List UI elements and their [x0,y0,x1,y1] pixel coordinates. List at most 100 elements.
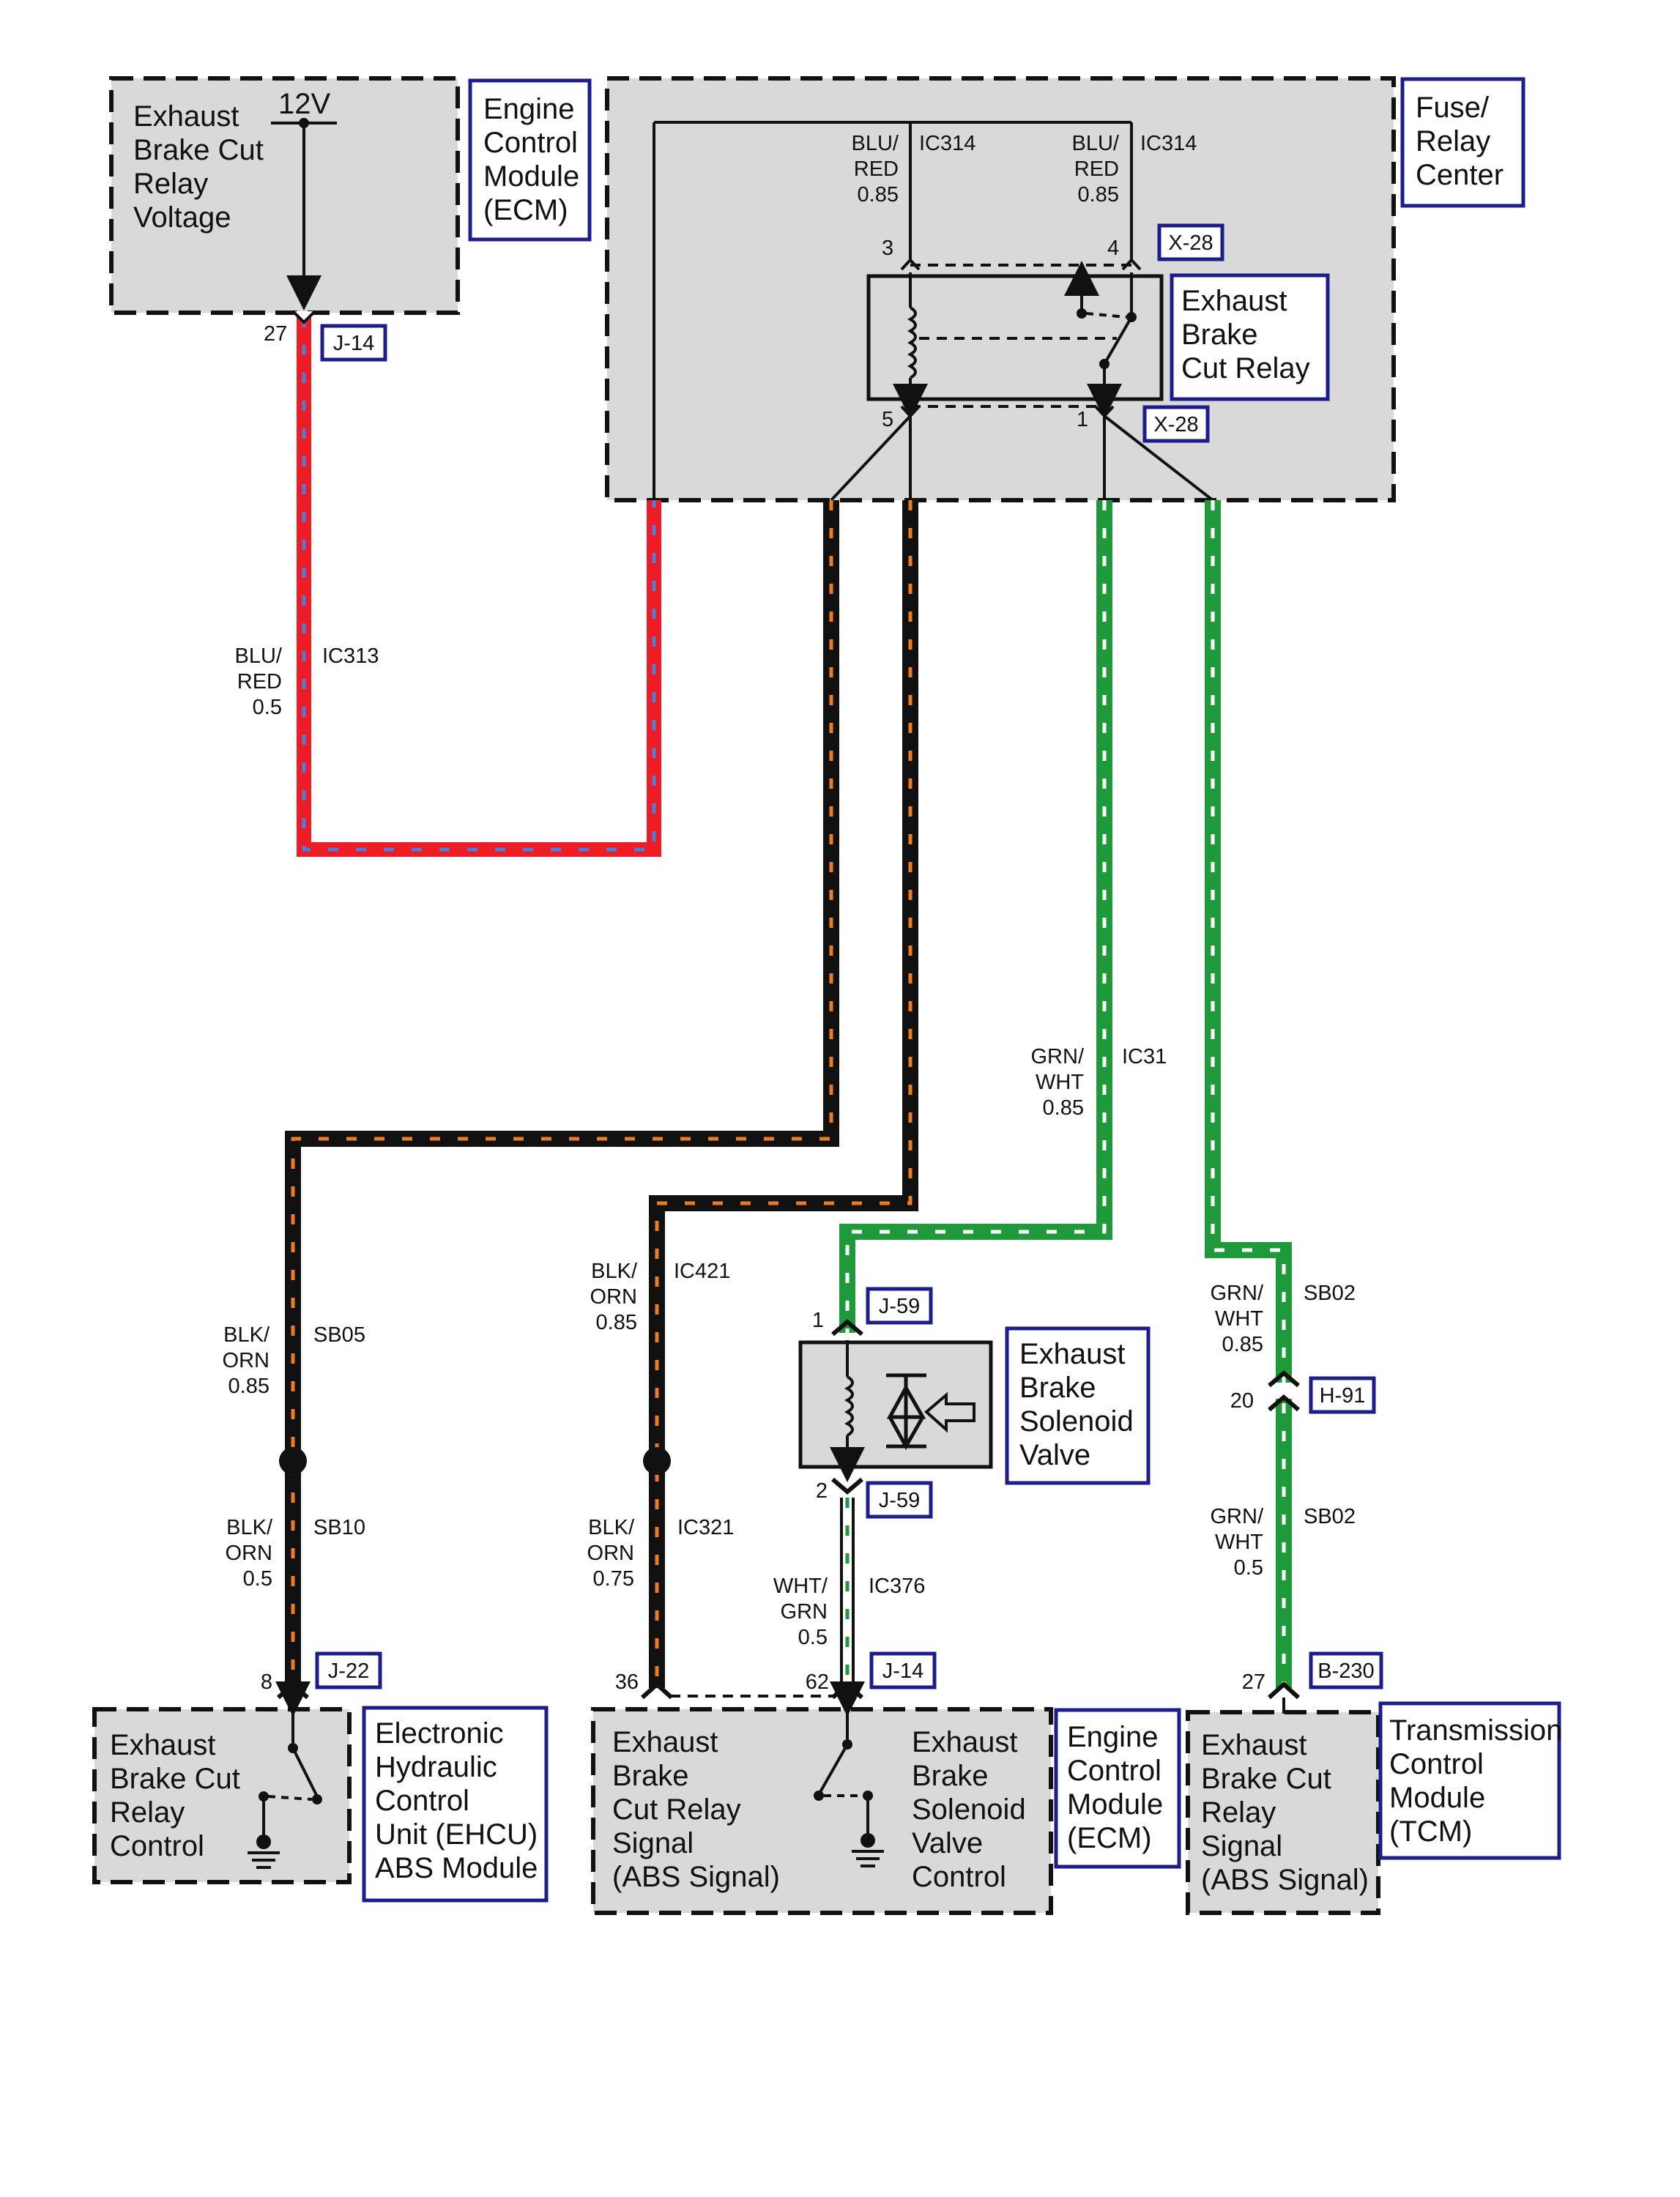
sol-pin1-chevron [831,1319,863,1337]
ehcu-pin8-chevron [276,1681,310,1700]
ic321-circuit: IC321 [677,1516,734,1539]
ic31-color-2: WHT [1036,1071,1084,1094]
ecm-ground-dot [861,1833,875,1848]
wire-sb05-stripe [291,500,833,1688]
sb02a-color-1: GRN/ [1211,1282,1264,1305]
j22-label: J-22 [328,1659,369,1683]
tcm-name-4: (TCM) [1389,1815,1472,1848]
ic314a-color-1: BLU/ [852,132,899,155]
relay-pin-5: 5 [882,408,893,431]
sb02b-circuit: SB02 [1304,1505,1356,1528]
tcm-module [1186,1710,1380,1915]
sol-valve-icon [886,1373,926,1451]
ehcu-switch-node-2 [312,1794,322,1804]
j59-top-tag [866,1287,933,1325]
sol-pin-2: 2 [816,1479,828,1503]
h91-chevron-up [1268,1370,1300,1388]
ehcu-ground-dot [256,1834,271,1849]
solenoid-name-1: Exhaust [1019,1338,1126,1370]
ic31-color-3: 0.85 [1043,1096,1084,1120]
ecm-switch-node-2 [814,1791,824,1801]
ecm-top-label-1: Exhaust [133,100,239,133]
sb05-color-3: 0.85 [228,1375,270,1398]
sb05-color-2: ORN [223,1349,270,1372]
ic376-color-1: WHT/ [773,1575,828,1598]
fuse-relay-name-box [1400,77,1525,208]
ecm-bottom-left-3: Cut Relay [612,1793,741,1826]
tcm-name-1: Transmission [1389,1714,1562,1747]
ehcu-name-5: ABS Module [375,1852,538,1884]
ic314b-circuit: IC314 [1140,132,1197,155]
j14-top-label: J-14 [333,332,374,355]
wire-ic313-stripe [302,317,656,852]
ecm-bottom-name-2: Control [1067,1755,1161,1787]
ecm-pin27-chevron [291,310,316,324]
j14-bottom-tag [869,1651,937,1689]
ic313-color-1: BLU/ [235,644,283,668]
ic314b-color-2: RED [1074,157,1119,181]
ecm-top-label-2: Brake Cut [133,134,264,166]
h91-chevron-down [1268,1394,1300,1412]
ecm-pin36-chevron [640,1681,674,1700]
ic313-color-2: RED [237,670,282,694]
wire-ic421-stripe [655,500,913,1688]
ehcu-ground-icon [248,1851,280,1869]
j14-bottom-label: J-14 [882,1659,923,1683]
sb10-circuit: SB10 [313,1516,365,1539]
sol-coil-icon [844,1375,854,1437]
sol-pin2-chevron [831,1477,863,1495]
tcm-label-4: Signal [1201,1830,1282,1862]
sb05-color-1: BLK/ [223,1323,270,1347]
ecm-top-module [109,76,460,315]
tcm-name-box [1378,1701,1561,1860]
relay-name-3: Cut Relay [1181,352,1310,384]
b230-label: B-230 [1317,1659,1374,1683]
sb02b-color-3: 0.5 [1234,1556,1263,1580]
sol-pin-1: 1 [812,1309,824,1332]
ic314a-circuit: IC314 [919,132,975,155]
ecm-bottom-left-2: Brake [612,1760,689,1792]
ecm-top-name-2: Control [483,127,578,159]
wire-sb02-stripe [1211,500,1286,1688]
ehcu-pin-8: 8 [261,1670,272,1694]
relay-name-1: Exhaust [1181,285,1287,317]
ecm-bottom-left-4: Signal [612,1827,694,1859]
pin3-chevron [900,258,921,271]
sb10-color-3: 0.5 [243,1567,272,1591]
ic321-color-2: ORN [587,1542,634,1565]
relay-pin1-lead-b [1103,415,1214,502]
sb02a-color-2: WHT [1215,1307,1263,1331]
wire-ic313 [297,317,661,857]
h91-label: H-91 [1320,1384,1366,1408]
ehcu-label-3: Relay [110,1796,185,1829]
ic314a-color-3: 0.85 [858,183,899,207]
tcm-label-1: Exhaust [1201,1729,1307,1761]
x28-bottom-tag [1142,405,1210,443]
sb05-circuit: SB05 [313,1323,365,1347]
ic321-color-3: 0.75 [593,1567,634,1591]
relay-switch-arm [1103,316,1133,365]
sb02b-color-1: GRN/ [1211,1505,1264,1528]
tcm-label-3: Relay [1201,1796,1276,1829]
j14-top-tag [320,324,387,362]
ecm-switch-arm [819,1744,849,1793]
ecm-top-name-4: (ECM) [483,194,568,226]
x28-top-label: X-28 [1168,231,1213,255]
ecm-bottom-name-box [1054,1708,1181,1869]
ic31-circuit: IC31 [1122,1045,1167,1068]
h91-gap [1271,1383,1297,1399]
ecm-top-label-4: Voltage [133,201,231,234]
ecm-bottom-module [591,1707,1053,1915]
relay-switch-dash [1085,312,1127,319]
ecm-pin-62: 62 [806,1670,829,1694]
ecm-ground-icon [852,1850,884,1867]
ic421-color-3: 0.85 [596,1311,637,1334]
sb02a-color-3: 0.85 [1222,1333,1263,1356]
relay-pin-1: 1 [1077,408,1088,431]
wire-ic31-stripe [845,500,1107,1333]
ic314a-color-2: RED [854,157,899,181]
ic421-color-2: ORN [590,1285,637,1309]
relay-name-2: Brake [1181,319,1258,351]
sb02b-color-2: WHT [1215,1531,1263,1554]
